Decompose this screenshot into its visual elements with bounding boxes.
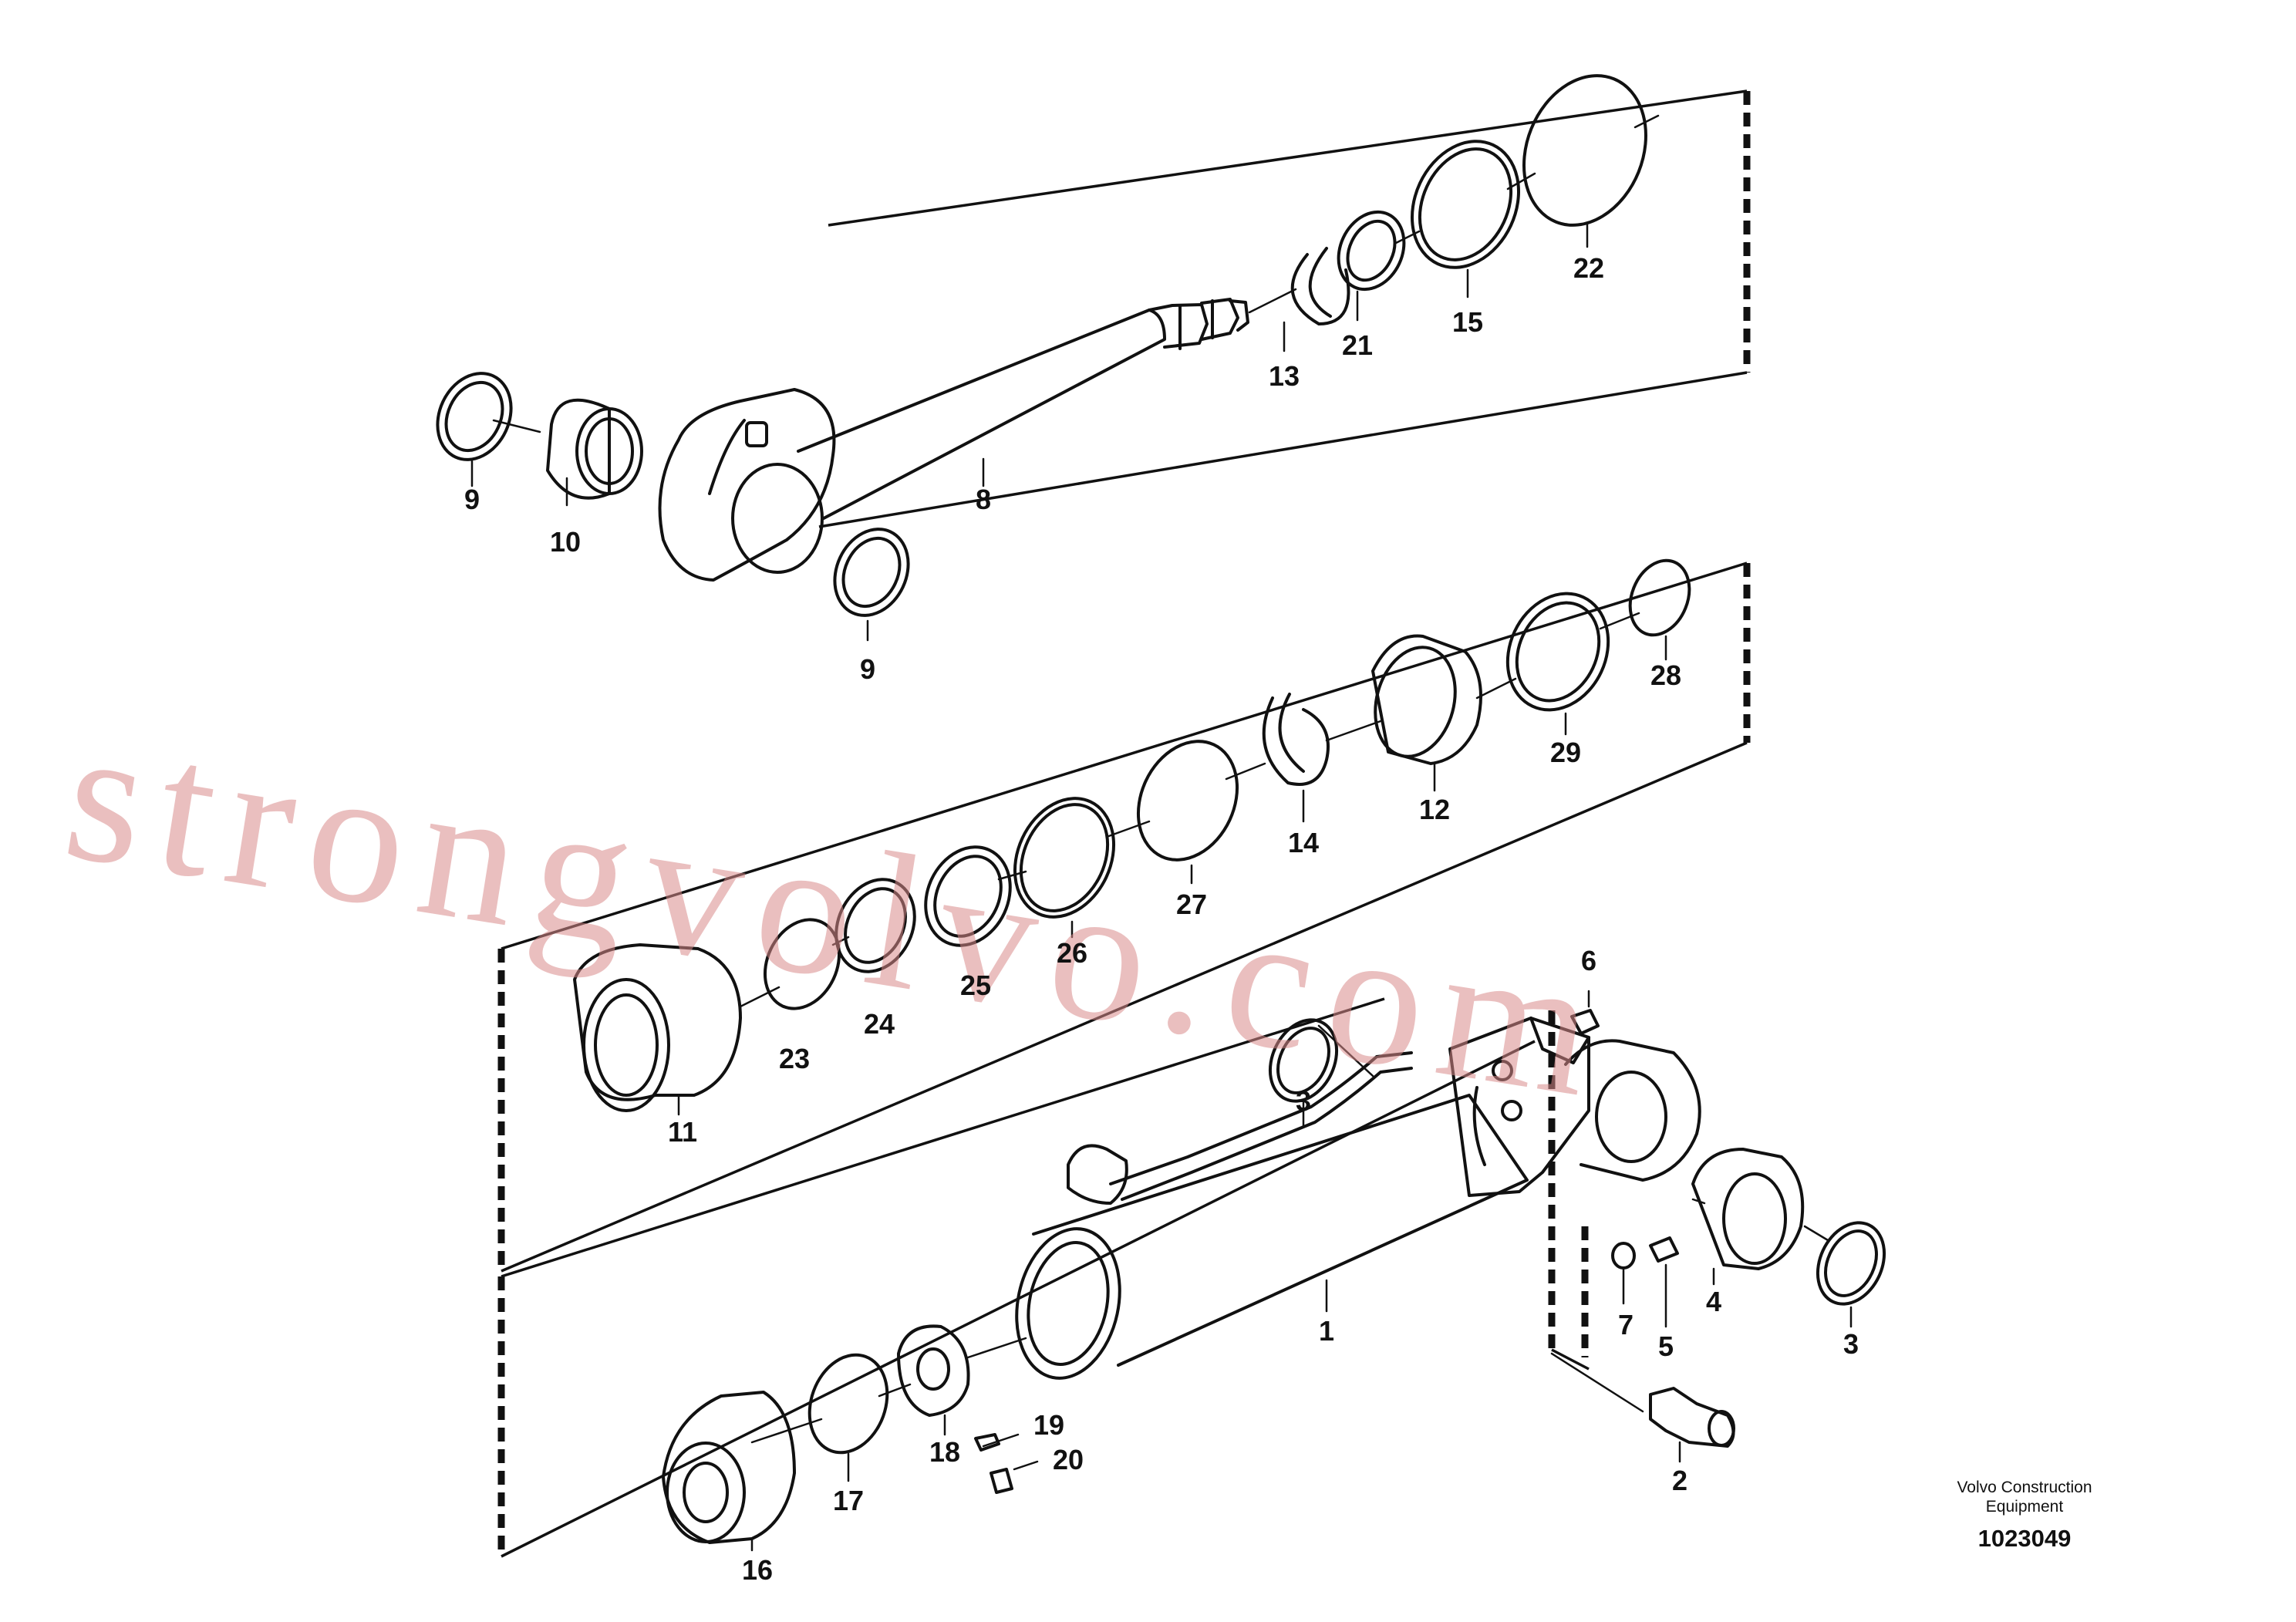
callout-12: 12: [1419, 794, 1450, 825]
piston-11: [573, 943, 742, 1116]
guide-ring-15: [1411, 140, 1520, 298]
callout-21: 21: [1342, 329, 1373, 361]
callout-15: 15: [1452, 306, 1483, 338]
ring-27: [1136, 740, 1239, 885]
plug-5: [1649, 1236, 1679, 1328]
snap-ring-13: [1283, 247, 1350, 352]
washer-17: [807, 1353, 889, 1482]
callout-13: 13: [1269, 360, 1300, 392]
callout-labels: 22 15 21 13 8 9 10 9 28 29 12 14 27 26 2…: [464, 252, 1859, 1586]
pin-20: [990, 1460, 1039, 1494]
callout-26: 26: [1057, 937, 1087, 969]
o-ring-28: [1628, 558, 1691, 661]
callout-17: 17: [833, 1485, 864, 1516]
callout-23: 23: [779, 1043, 810, 1074]
snap-ring-14: [1262, 693, 1330, 823]
credit-line-1: Volvo Construction: [1957, 1479, 2092, 1496]
callout-1: 1: [1319, 1315, 1334, 1347]
seal-23: [763, 918, 841, 1010]
wiper-seal-9b: [833, 528, 910, 642]
callout-3a: 3: [1296, 1085, 1311, 1117]
valve-2: [1550, 1352, 1735, 1463]
callout-9b: 9: [860, 653, 875, 685]
callout-22: 22: [1573, 252, 1604, 284]
seal-3a: [1268, 1018, 1339, 1128]
o-ring-22: [1522, 74, 1647, 248]
callout-5: 5: [1658, 1330, 1674, 1362]
seal-25: [924, 845, 1012, 947]
bushing-4: [1691, 1148, 1805, 1286]
wiper-seal-9a: [436, 372, 541, 487]
watermark: strongvolvo.com: [53, 686, 1623, 1140]
callout-18: 18: [929, 1436, 960, 1468]
callout-16: 16: [742, 1554, 773, 1586]
gland-16: [662, 1391, 796, 1552]
credit-line-2: Equipment: [1986, 1498, 2064, 1516]
cylinder-tube-1: [1015, 1017, 1701, 1380]
callout-27: 27: [1176, 889, 1207, 920]
callout-20: 20: [1053, 1444, 1084, 1475]
callout-24: 24: [864, 1008, 895, 1040]
axis-lines: [739, 114, 1660, 1444]
lock-nut-18: [897, 1324, 970, 1436]
pin-19: [974, 1433, 1020, 1452]
callout-8: 8: [976, 484, 991, 515]
callout-14: 14: [1288, 827, 1319, 858]
screw-6: [1570, 990, 1600, 1035]
piston-rod-assembly: [658, 298, 1249, 582]
callout-19: 19: [1033, 1409, 1064, 1441]
seal-24: [834, 878, 916, 973]
o-ring-7: [1611, 1242, 1636, 1305]
callout-10: 10: [550, 526, 581, 558]
callout-4: 4: [1706, 1286, 1721, 1317]
ring-26: [1013, 797, 1116, 939]
callout-7: 7: [1618, 1309, 1633, 1340]
seal-21: [1337, 210, 1406, 322]
frame-lines: [497, 89, 1751, 1558]
seal-3b: [1803, 1221, 1886, 1328]
callout-6: 6: [1581, 945, 1596, 976]
callout-3b: 3: [1843, 1328, 1859, 1360]
callout-25: 25: [960, 969, 991, 1001]
callout-28: 28: [1650, 659, 1681, 691]
callout-11: 11: [668, 1116, 697, 1148]
callout-29: 29: [1550, 737, 1581, 768]
bushing-10: [546, 398, 643, 507]
callout-9a: 9: [464, 484, 480, 515]
seal-29: [1505, 592, 1610, 736]
sleeve-12: [1371, 634, 1482, 792]
title-block: Volvo Construction Equipment 1023049: [1957, 1479, 2092, 1552]
drawing-number: 1023049: [1978, 1525, 2072, 1552]
callout-2: 2: [1672, 1465, 1687, 1496]
